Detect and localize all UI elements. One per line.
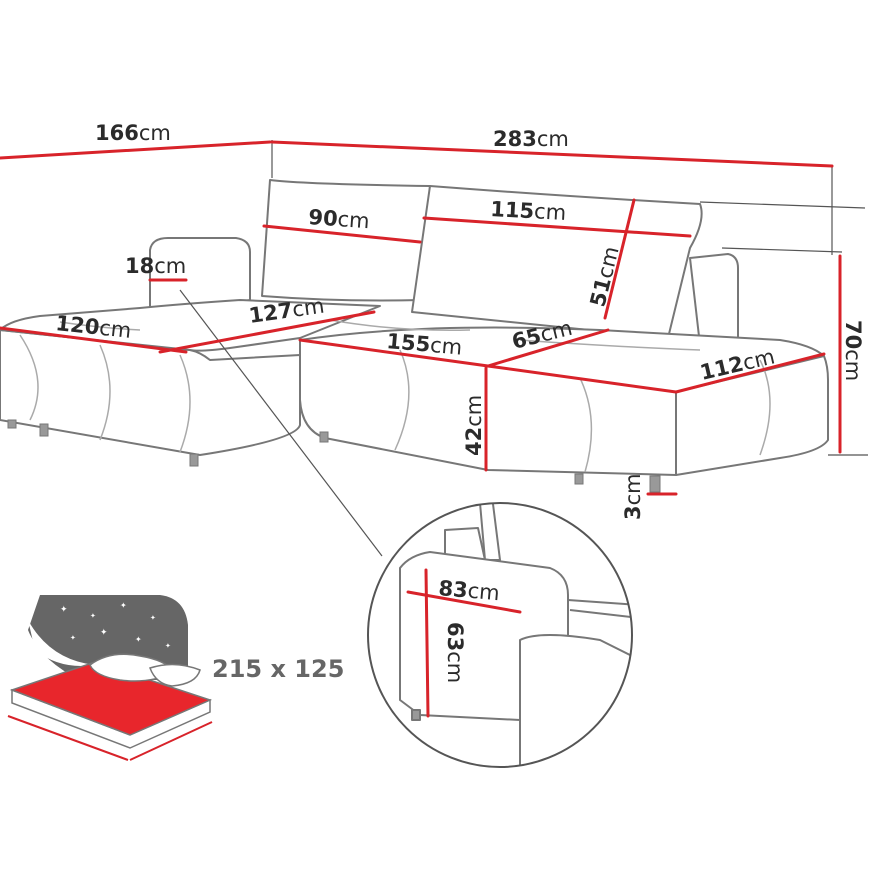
- label-back-right: 115cm: [490, 197, 567, 225]
- corner-sofa-icon: [0, 179, 829, 476]
- svg-text:✦: ✦: [60, 605, 68, 615]
- measure-112b: [674, 352, 826, 394]
- detail-magnifier-icon: [367, 502, 633, 768]
- measure-65: [486, 328, 610, 368]
- measure-120: [0, 326, 188, 354]
- mattress-top: [9, 661, 213, 736]
- label-detail-width: 83cm: [438, 576, 501, 605]
- left-armrest: [149, 237, 251, 319]
- label-detail-height: 63cm: [443, 622, 467, 683]
- sleeping-area-label: 215 x 125: [212, 655, 344, 683]
- right-armrest: [689, 253, 739, 346]
- measure-283: [270, 140, 834, 168]
- label-chaise-width: 120cm: [54, 311, 132, 343]
- chaise-front: [0, 329, 301, 456]
- svg-text:✦: ✦: [100, 628, 108, 638]
- chaise-top: [0, 299, 381, 352]
- seat-top: [299, 326, 825, 393]
- svg-text:✦: ✦: [165, 642, 171, 650]
- measure-lines: [0, 140, 842, 496]
- label-seat-height: 42cm: [462, 395, 486, 456]
- measure-90: [262, 224, 422, 244]
- extension-lines: [179, 140, 868, 557]
- measure-127: [158, 310, 376, 354]
- measure-155: [298, 338, 490, 368]
- label-total-width: 283cm: [493, 127, 569, 151]
- svg-text:✦: ✦: [150, 614, 156, 622]
- svg-text:✦: ✦: [90, 612, 96, 620]
- measure-115: [422, 216, 692, 238]
- tufting-lines: [19, 319, 771, 473]
- bed-function-icon: ✦ ✦ ✦ ✦ ✦ ✦ ✦ ✦ ✦: [7, 595, 213, 761]
- label-total-height: 70cm: [841, 320, 865, 381]
- side-front: [675, 355, 829, 476]
- svg-text:✦: ✦: [70, 634, 76, 642]
- legs: [7, 419, 661, 493]
- label-seat-width: 155cm: [386, 329, 464, 360]
- svg-text:✦: ✦: [135, 635, 142, 644]
- measure-166: [0, 140, 272, 160]
- label-total-depth: 166cm: [95, 121, 171, 145]
- measure-51: [603, 198, 636, 320]
- label-armrest-width: 18cm: [125, 254, 186, 278]
- label-leg-height: 3cm: [621, 473, 645, 520]
- label-back-left: 90cm: [308, 205, 371, 233]
- measure-63: [424, 568, 430, 718]
- svg-text:✦: ✦: [120, 601, 127, 610]
- measure-112: [486, 364, 678, 394]
